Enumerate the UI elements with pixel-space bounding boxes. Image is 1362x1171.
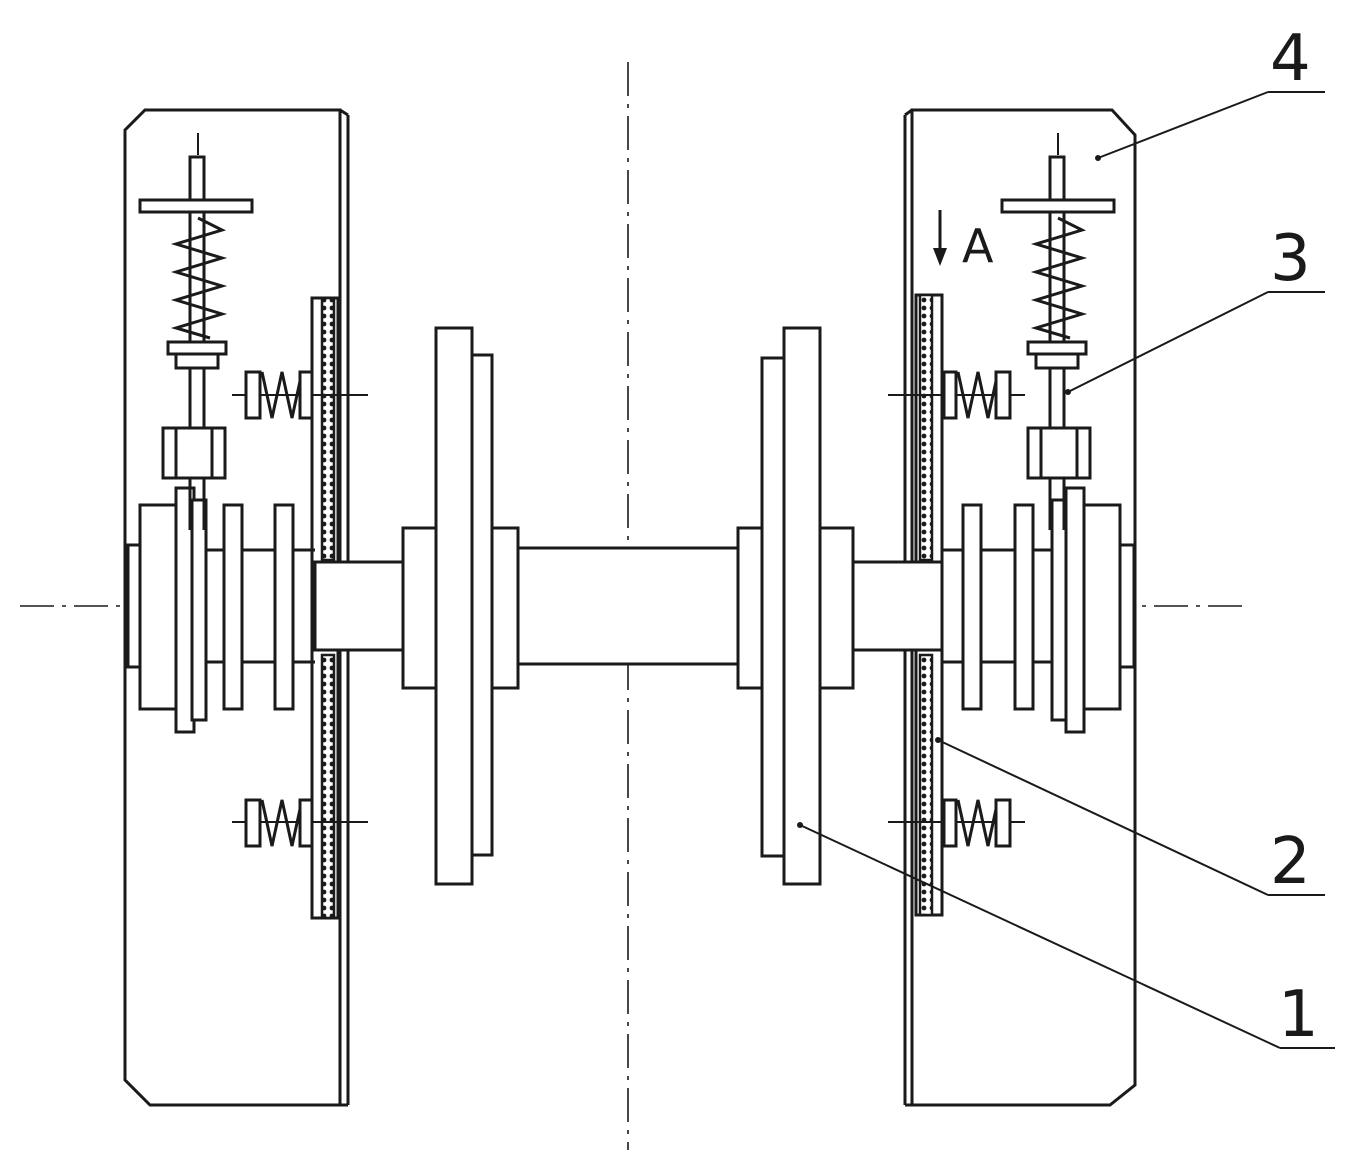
callout-3: 3 [1065,222,1325,395]
right-lower-coil-spring [888,798,1025,848]
right-upper-coil-spring [888,370,1025,420]
left-upper-coil-spring [232,370,368,420]
callout-2: 2 [935,737,1325,899]
right-spring-actuator [1000,133,1116,530]
part-number-3: 3 [1270,222,1311,296]
callout-1: 1 [797,822,1335,1052]
right-wheel [736,326,855,886]
right-hub-assembly [942,486,1136,734]
left-lower-coil-spring [232,798,368,848]
callout-4: 4 [1095,22,1325,161]
view-a-label: A [962,219,994,273]
left-hub-assembly [126,486,315,734]
axle [313,546,944,666]
left-wheel [401,326,520,886]
view-arrow-a: A [933,210,994,273]
part-number-1: 1 [1278,978,1319,1052]
part-number-2: 2 [1270,825,1311,899]
part-number-4: 4 [1270,22,1311,96]
left-spring-actuator [138,133,254,530]
